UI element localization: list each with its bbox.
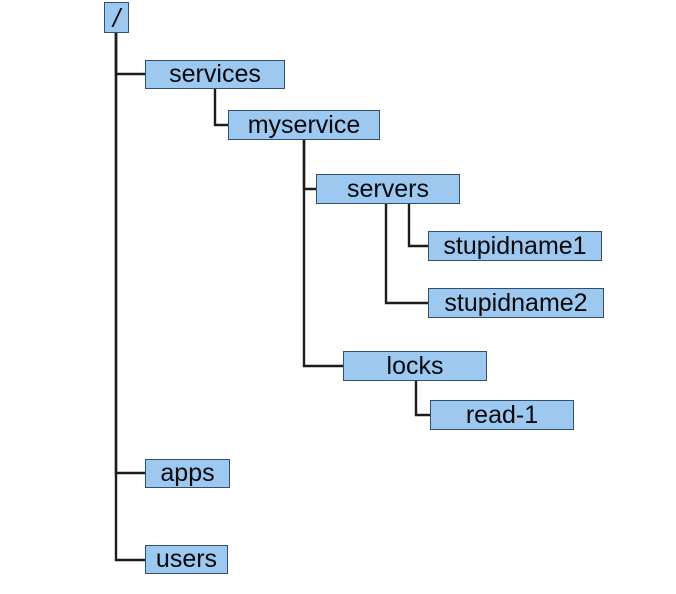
tree-node-label: read-1	[465, 400, 539, 429]
tree-node-label: locks	[386, 351, 444, 380]
tree-edge-services-to-myservice	[213, 89, 228, 127]
tree-node-myservice[interactable]: myservice	[228, 110, 380, 140]
edge-group	[114, 33, 430, 562]
tree-edge-myservice-to-locks	[302, 140, 343, 368]
tree-edge-root-to-users	[114, 33, 145, 562]
tree-node-label: services	[169, 60, 261, 88]
tree-node-label: myservice	[247, 110, 361, 139]
tree-edge-locks-to-read-1	[414, 381, 430, 417]
tree-node-label: stupidname1	[443, 231, 587, 260]
tree-node-label: stupidname2	[444, 288, 588, 317]
tree-node-label: users	[155, 545, 218, 573]
tree-node-services[interactable]: services	[145, 60, 285, 89]
tree-node-stupidname1[interactable]: stupidname1	[428, 231, 602, 261]
tree-edge-myservice-to-servers	[302, 140, 316, 191]
tree-node-label: /	[112, 2, 121, 33]
tree-node-servers[interactable]: servers	[316, 174, 460, 204]
tree-edge-root-to-services	[114, 33, 145, 76]
tree-node-locks[interactable]: locks	[343, 351, 487, 381]
tree-node-label: servers	[347, 174, 429, 203]
tree-edge-root-to-apps	[114, 33, 145, 475]
tree-edge-servers-to-stupidname1	[407, 204, 428, 248]
tree-edge-servers-to-stupidname2	[384, 204, 428, 305]
tree-node-read-1[interactable]: read-1	[430, 400, 574, 430]
tree-node-users[interactable]: users	[145, 545, 228, 574]
tree-node-apps[interactable]: apps	[145, 459, 230, 488]
tree-node-label: apps	[160, 459, 215, 487]
tree-node-stupidname2[interactable]: stupidname2	[428, 288, 604, 318]
tree-node-root[interactable]: /	[104, 2, 129, 33]
